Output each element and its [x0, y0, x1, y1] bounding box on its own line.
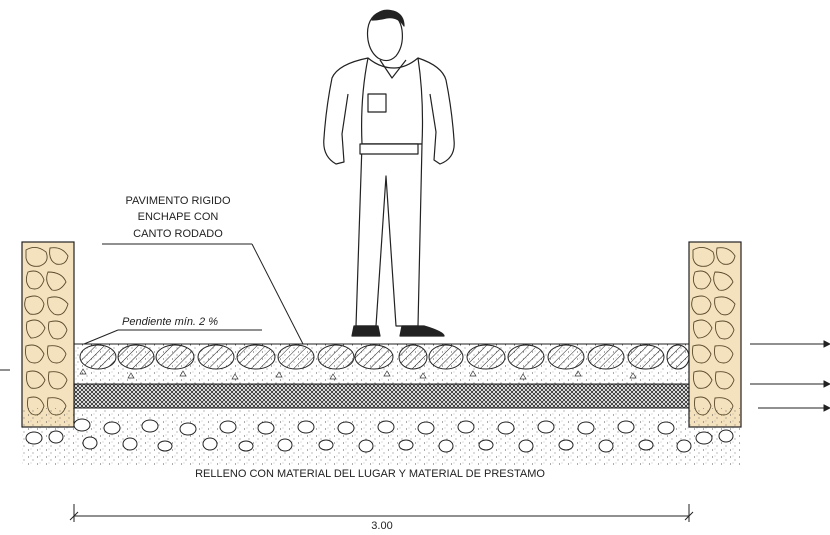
fill-label: RELLENO CON MATERIAL DEL LUGAR Y MATERIA…	[195, 468, 545, 480]
dimension-line	[69, 504, 694, 522]
pavement-label-line3: CANTO RODADO	[133, 228, 223, 240]
right-reference-arrows	[750, 340, 830, 412]
pavement-label-line1: PAVIMENTO RIGIDO	[125, 195, 231, 207]
right-stone-wall	[688, 241, 742, 428]
canto-rodado-stones	[79, 344, 690, 370]
pavement-leader	[102, 243, 304, 345]
slope-label: Pendiente mín. 2 %	[122, 316, 218, 328]
person-icon	[323, 9, 455, 337]
fill-layer	[22, 408, 741, 466]
left-stone-wall	[21, 241, 75, 428]
rigid-pavement-layer	[74, 343, 690, 384]
pavement-label-line2: ENCHAPE CON	[138, 211, 219, 223]
base-layer	[73, 383, 690, 409]
dimension-label: 3.00	[371, 520, 392, 532]
slope-leader	[83, 329, 262, 345]
